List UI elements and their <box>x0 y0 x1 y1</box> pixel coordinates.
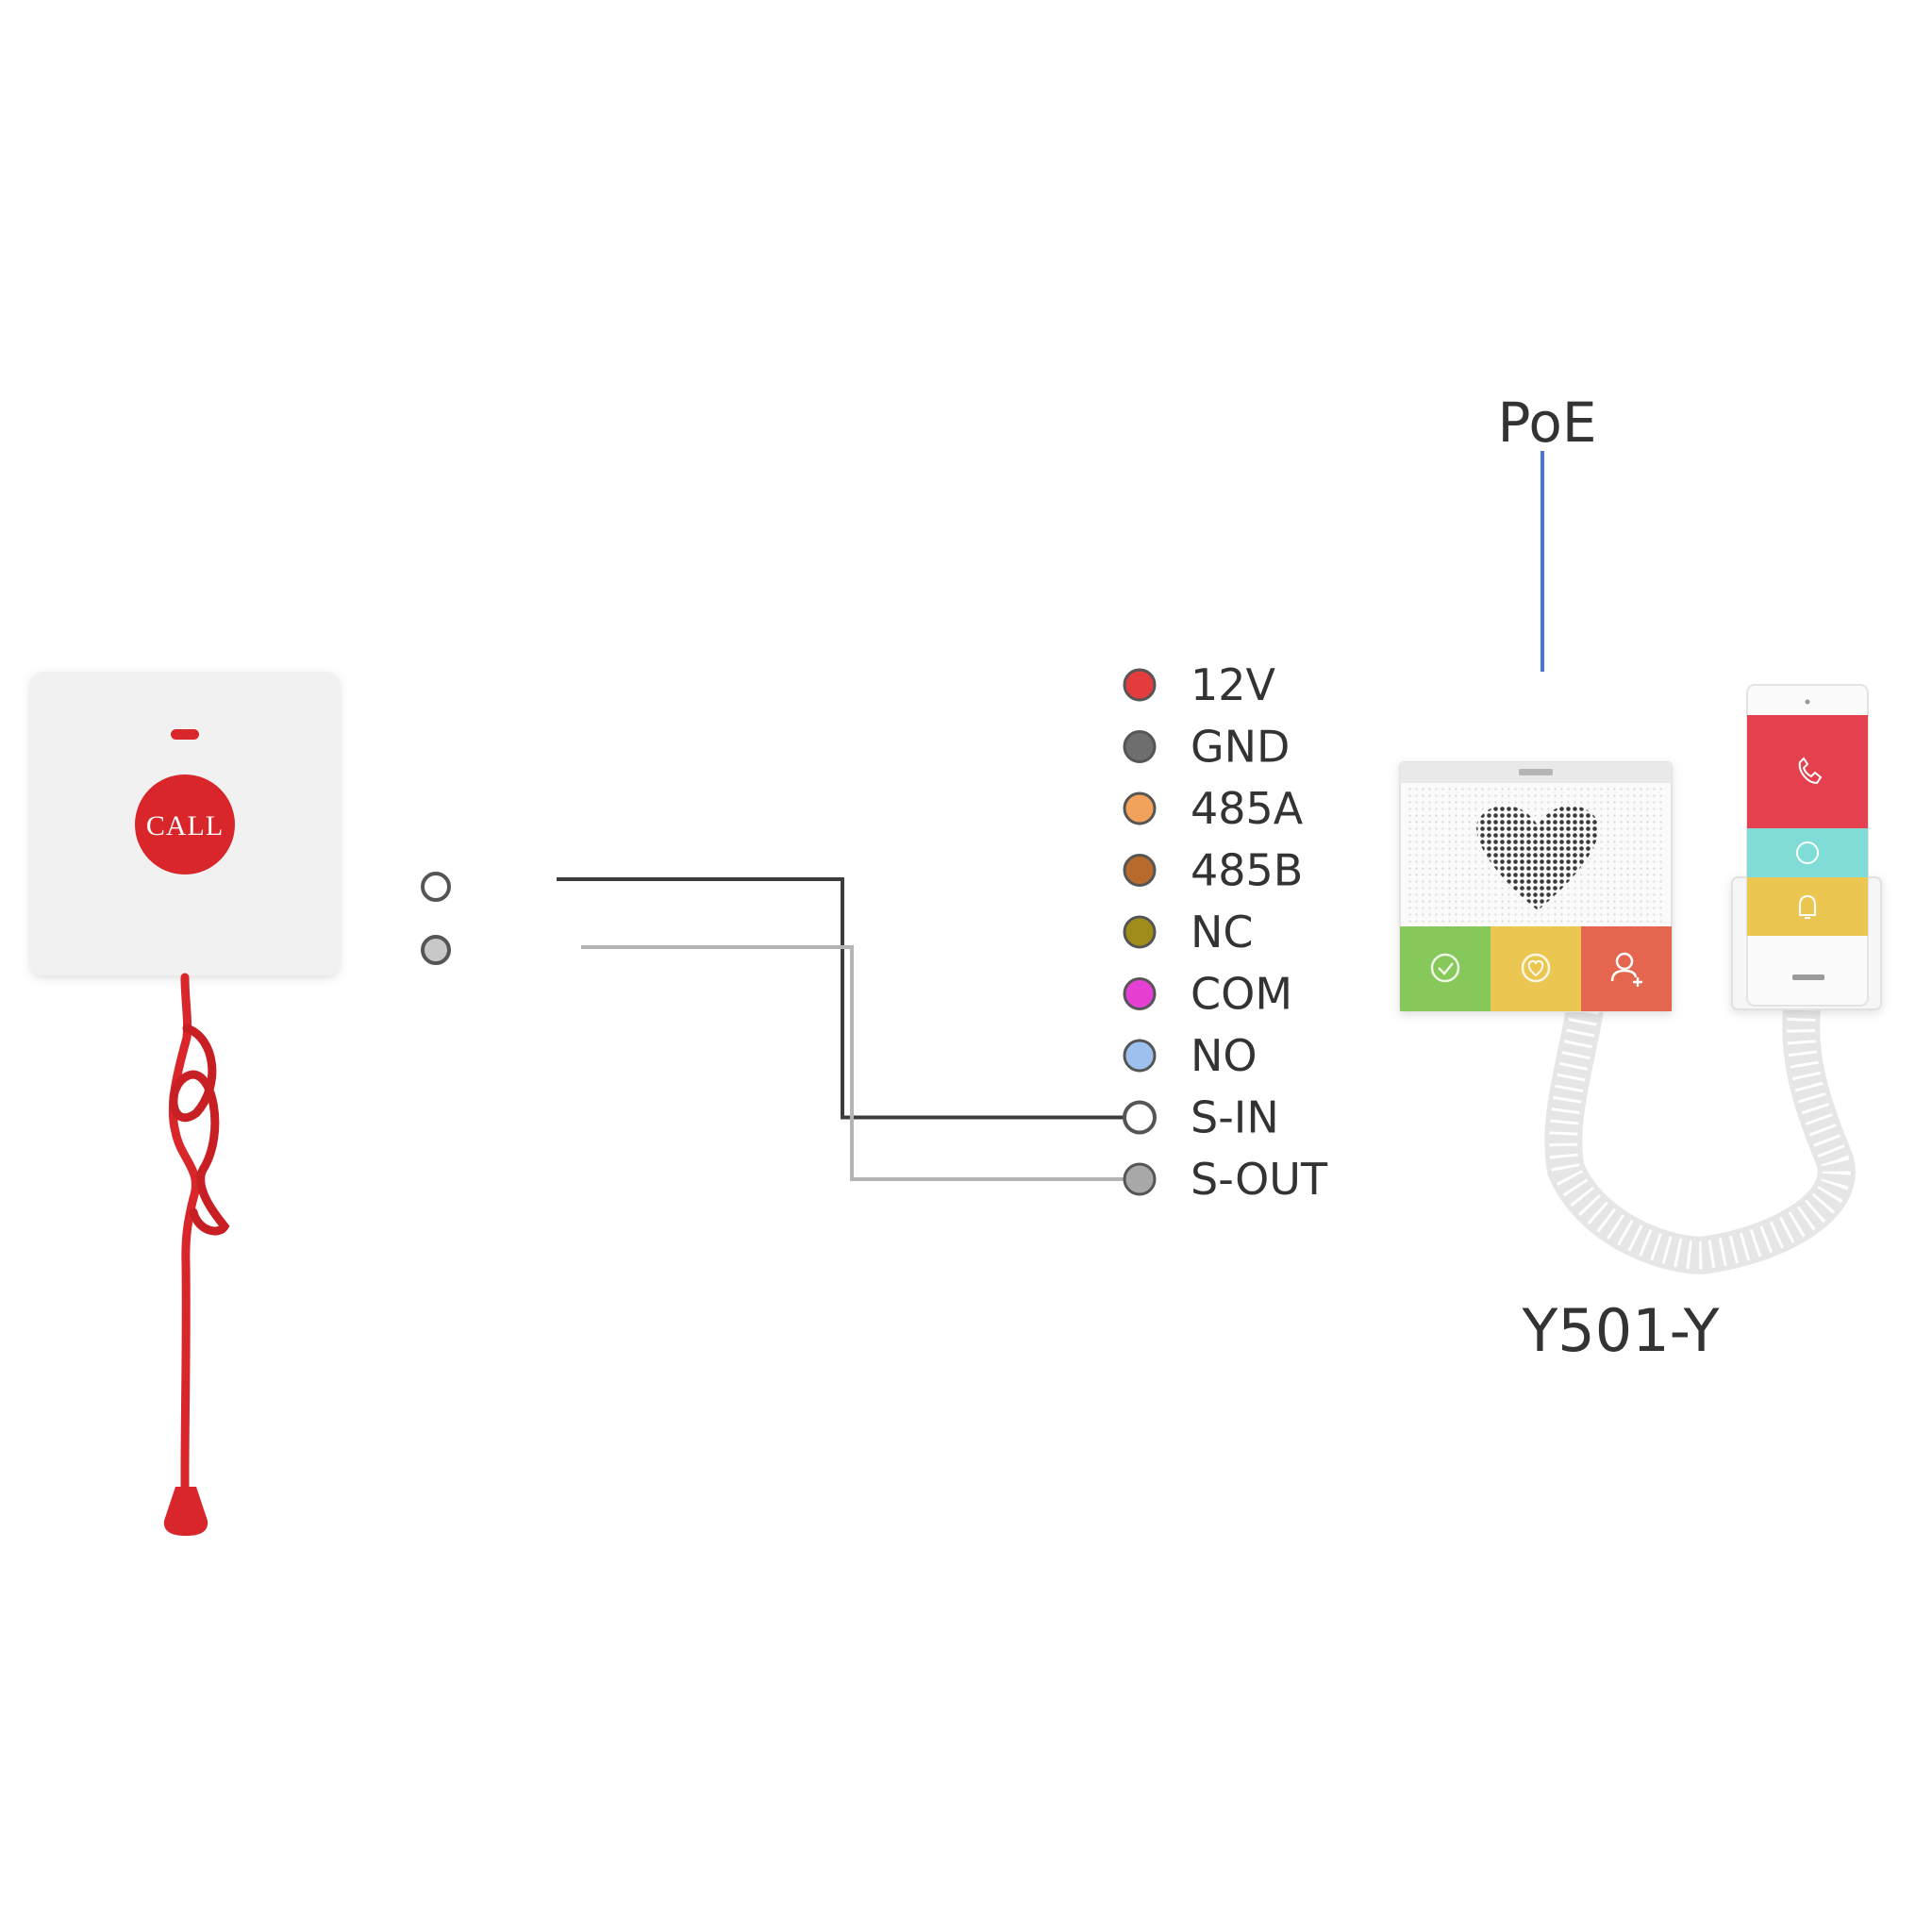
terminal-dot-gnd <box>1123 730 1157 763</box>
poe-label: PoE <box>1497 391 1596 455</box>
terminal-label-s-in: S-IN <box>1191 1092 1279 1143</box>
wire-s-in <box>557 877 1124 1120</box>
pull-cord-loops <box>169 1024 230 1236</box>
terminal-dot-485b <box>1123 854 1157 887</box>
user-add-icon-body <box>1610 969 1642 987</box>
terminal-label-nc: NC <box>1191 907 1254 958</box>
terminal-dot-12v <box>1123 668 1157 702</box>
bell-icon <box>1799 894 1816 919</box>
compass-icon <box>1796 841 1819 864</box>
terminal-label-12v: 12V <box>1191 659 1276 710</box>
device-model-label: Y501-Y <box>1521 1296 1719 1365</box>
terminal-label-s-out: S-OUT <box>1191 1154 1328 1205</box>
phone-icon <box>1798 757 1823 785</box>
handset-middle-section <box>1747 828 1868 877</box>
check-icon <box>1430 953 1460 983</box>
call-button-label: CALL <box>146 810 224 841</box>
pull-cord-weight <box>163 1487 208 1536</box>
terminal-list: 12V GND 485A 485B NC COM NO S-IN S-OUT <box>1123 659 1328 1205</box>
terminal-dot-nc <box>1123 915 1157 949</box>
call-button-device: CALL <box>30 672 340 1536</box>
base-unit-logo <box>1519 769 1553 775</box>
terminal-dot-485a <box>1123 791 1157 825</box>
terminal-label-485b: 485B <box>1191 845 1303 896</box>
pull-cord <box>168 973 200 1514</box>
terminal-label-gnd: GND <box>1191 722 1290 773</box>
terminal-dot-com <box>1123 977 1157 1010</box>
nurse-call-device <box>1399 684 1882 1274</box>
care-button <box>1491 926 1581 1011</box>
confirm-button <box>1400 926 1491 1011</box>
terminal-label-com: COM <box>1191 969 1292 1020</box>
terminal-dot-s-in <box>1123 1100 1157 1135</box>
heart-icon <box>1527 959 1544 977</box>
terminal-dot-s-out <box>1123 1162 1157 1196</box>
cradle-logo <box>1792 974 1824 980</box>
handset-speaker <box>1805 699 1810 705</box>
user-add-icon-head <box>1615 952 1634 971</box>
handset-cord <box>1544 991 1856 1274</box>
wires <box>557 877 1124 1181</box>
terminal-dot-no <box>1123 1039 1157 1073</box>
indicator-led <box>171 729 199 740</box>
terminal-label-485a: 485A <box>1191 783 1304 834</box>
heart-circle-icon <box>1521 953 1551 983</box>
call-button <box>135 774 235 874</box>
call-terminal-1 <box>421 872 451 902</box>
wire-s-out <box>581 945 1124 1181</box>
handset-alarm-section <box>1747 877 1868 936</box>
check-mark <box>1438 962 1454 975</box>
handset-call-section <box>1747 715 1868 828</box>
call-terminal-2 <box>421 935 451 965</box>
terminal-label-no: NO <box>1191 1030 1257 1081</box>
